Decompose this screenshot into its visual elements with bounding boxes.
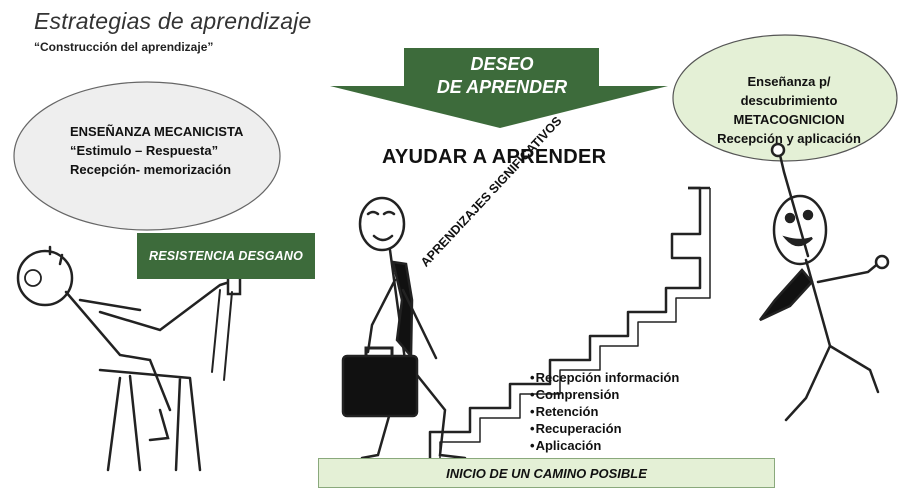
desire-arrow-shape [330, 48, 668, 128]
right-bubble-line: Enseñanza p/ [747, 74, 831, 89]
arrow-line: DESEO [470, 54, 534, 74]
slide-subtitle: “Construcción del aprendizaje” [34, 40, 214, 54]
right-thought-bubble [672, 34, 898, 162]
right-bubble-line: Recepción y aplicación [717, 131, 861, 146]
left-bubble-line: ENSEÑANZA MECANICISTA [70, 124, 244, 139]
learning-steps-list: Recepción información Comprensión Retenc… [530, 369, 680, 454]
list-item: Recepción información [530, 369, 680, 386]
center-heading: AYUDAR A APRENDER [382, 146, 607, 168]
bottom-path-banner: INICIO DE UN CAMINO POSIBLE [318, 458, 775, 488]
left-thought-bubble [13, 81, 281, 231]
list-item: Recuperación [530, 420, 679, 437]
bottom-banner-label: INICIO DE UN CAMINO POSIBLE [446, 465, 647, 481]
left-bubble-text: ENSEÑANZA MECANICISTA “Estimulo – Respue… [70, 122, 243, 179]
desire-arrow-label: DESEO DE APRENDER [404, 53, 600, 99]
happy-figure [759, 142, 890, 422]
left-bubble-line: Recepción- memorización [70, 162, 232, 177]
businessman-figure [341, 196, 467, 460]
arrow-line: DE APRENDER [436, 77, 568, 97]
slide-title: Estrategias de aprendizaje [34, 8, 312, 34]
list-item: Comprensión [530, 386, 679, 403]
left-bubble-line: “Estimulo – Respuesta” [70, 143, 219, 158]
right-bubble-line: METACOGNICION [733, 112, 845, 127]
right-bubble-line: descubrimiento [740, 93, 838, 108]
resistance-label-box: RESISTENCIA DESGANO [137, 233, 315, 279]
list-item: Aplicación [530, 437, 679, 454]
discouraged-figure [16, 245, 242, 472]
resistance-label: RESISTENCIA DESGANO [148, 249, 304, 263]
right-bubble-text: Enseñanza p/ descubrimiento METACOGNICIO… [700, 72, 878, 148]
list-item: Retención [530, 403, 679, 420]
